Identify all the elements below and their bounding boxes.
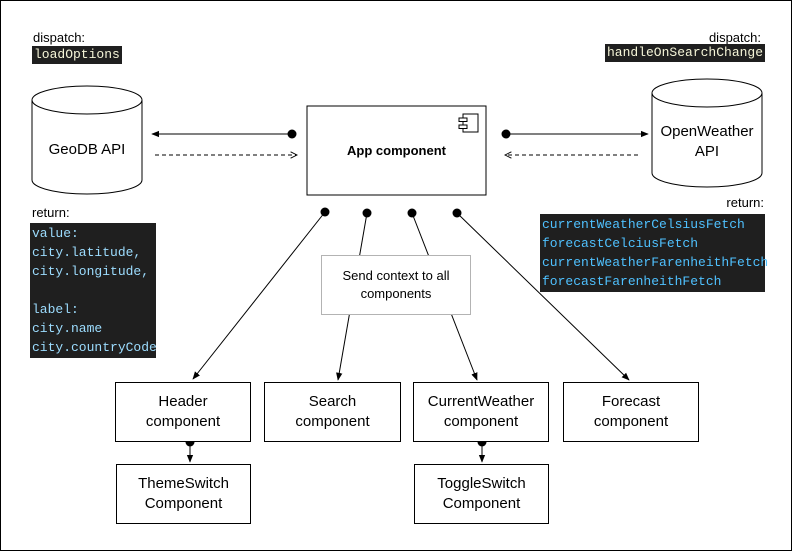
app-to-header-dot xyxy=(320,207,330,217)
geodb-dispatch-fn: loadOptions xyxy=(32,46,122,64)
header-component-box: Header component xyxy=(115,382,251,442)
geodb-dispatch-label: dispatch: xyxy=(33,30,86,45)
geodb-return-line: city.longitude, xyxy=(32,264,150,279)
header-component-line2: component xyxy=(145,413,221,430)
forecast-component-box: Forecast component xyxy=(563,382,699,442)
openweather-cylinder xyxy=(651,78,763,188)
openweather-return-code: currentWeatherCelsiusFetch forecastCelciu… xyxy=(540,214,769,292)
openweather-return-line: forecastFarenheithFetch xyxy=(542,274,722,289)
geodb-api-label: GeoDB API xyxy=(48,141,126,158)
geodb-return-line: label: xyxy=(32,302,79,317)
toggleswitch-component-line1: ToggleSwitch xyxy=(437,475,526,492)
openweather-return-line: currentWeatherCelsiusFetch xyxy=(542,217,745,232)
context-note: Send context to all components xyxy=(321,255,471,315)
app-component-title: App component xyxy=(347,143,446,158)
app-to-search-dot xyxy=(362,208,372,218)
context-note-line1: Send context to all xyxy=(342,268,450,283)
openweather-label-line2: API xyxy=(694,143,720,160)
geodb-return-line: city.countryCode xyxy=(32,340,157,355)
openweather-return-line: forecastCelciusFetch xyxy=(542,236,699,251)
currentweather-component-line1: CurrentWeather xyxy=(427,393,535,410)
openweather-api-label: OpenWeather API xyxy=(652,122,762,162)
search-component-line2: component xyxy=(295,413,370,430)
geodb-request-dot xyxy=(287,129,297,139)
geodb-return-line: value: xyxy=(32,226,79,241)
openweather-dispatch-fn: handleOnSearchChange xyxy=(605,44,766,62)
app-to-forecast-arrow xyxy=(456,212,630,381)
openweather-dispatch-label: dispatch: xyxy=(708,30,761,45)
openweather-return-line: currentWeatherFarenheithFetch xyxy=(542,255,769,270)
geodb-return-line xyxy=(32,281,154,300)
openweather-request-dot xyxy=(501,129,511,139)
geodb-cylinder xyxy=(31,85,143,195)
context-note-line2: components xyxy=(360,286,432,301)
app-to-forecast-dot xyxy=(452,208,462,218)
themeswitch-component-line2: Component xyxy=(144,495,223,512)
geodb-return-line: city.name xyxy=(32,321,103,336)
forecast-component-line2: component xyxy=(593,413,669,430)
currentweather-component-line2: component xyxy=(443,413,519,430)
geodb-return-line: city.latitude, xyxy=(32,245,142,260)
openweather-label-line1: OpenWeather xyxy=(660,123,754,140)
forecast-component-line1: Forecast xyxy=(601,393,661,410)
toggleswitch-component-line2: Component xyxy=(442,495,521,512)
geodb-return-label: return: xyxy=(32,205,70,220)
openweather-return-label: return: xyxy=(726,195,764,210)
component-icon xyxy=(458,113,479,133)
geodb-return-code: value: city.latitude, city.longitude, labe… xyxy=(30,223,157,358)
header-component-line1: Header xyxy=(158,393,208,410)
app-to-currentweather-dot xyxy=(407,208,417,218)
themeswitch-component-line1: ThemeSwitch xyxy=(138,475,229,492)
app-component-box xyxy=(306,105,487,196)
currentweather-component-box: CurrentWeather component xyxy=(413,382,549,442)
app-to-header-arrow xyxy=(192,211,326,380)
search-component-box: Search component xyxy=(264,382,401,442)
search-component-line1: Search xyxy=(308,393,357,410)
